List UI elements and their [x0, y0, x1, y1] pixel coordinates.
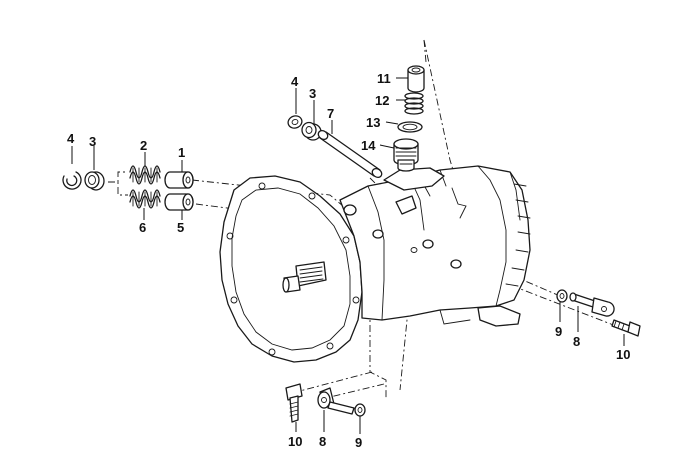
callout-3-upper: 3 [309, 86, 316, 101]
callout-3: 3 [89, 134, 96, 149]
part-13-seal-ring [397, 121, 423, 133]
callout-5: 5 [177, 220, 184, 235]
callout-11: 11 [377, 71, 391, 86]
callout-12: 12 [375, 93, 389, 108]
part-10-bolt-bottom [285, 383, 303, 423]
part-4-washer-upper [287, 115, 303, 129]
callout-9-bottom: 9 [355, 435, 362, 450]
part-4-circlip-left [62, 171, 82, 190]
callout-10-bottom: 10 [288, 434, 302, 449]
part-3-ring-upper [301, 121, 322, 141]
callout-6: 6 [139, 220, 146, 235]
part-5-plunger [164, 193, 194, 211]
part-8-pin-right [569, 292, 615, 317]
bell-housing-flange [219, 175, 363, 363]
part-6-spring [129, 189, 161, 209]
input-shaft [282, 261, 327, 293]
callout-7: 7 [327, 106, 334, 121]
part-3-ring-left [84, 171, 105, 191]
part-11-sleeve [407, 65, 425, 93]
callout-14: 14 [361, 138, 376, 153]
part-10-bolt-right [611, 319, 641, 337]
part-7-shift-rod [317, 129, 383, 179]
part-9-washer-right [556, 289, 568, 303]
callout-leaders [71, 77, 625, 434]
callout-9-right: 9 [555, 324, 562, 339]
part-14-plug [393, 138, 419, 172]
part-12-spring [404, 92, 424, 115]
callout-4: 4 [67, 131, 75, 146]
part-2-spring [129, 165, 161, 185]
part-9-washer-bottom [354, 403, 366, 417]
callout-labels: 1 2 3 4 5 6 4 3 7 11 12 13 14 9 8 10 10 … [67, 71, 630, 450]
callout-8-bottom: 8 [319, 434, 326, 449]
part-1-plunger [164, 171, 194, 189]
callout-2: 2 [140, 138, 147, 153]
callout-10-right: 10 [616, 347, 630, 362]
callout-13: 13 [366, 115, 380, 130]
transmission-housing [219, 165, 531, 363]
callout-1: 1 [178, 145, 185, 160]
gearbox-case [339, 165, 531, 321]
part-8-pin-bottom [317, 387, 355, 415]
callout-4-upper: 4 [291, 74, 299, 89]
callout-8-right: 8 [573, 334, 580, 349]
